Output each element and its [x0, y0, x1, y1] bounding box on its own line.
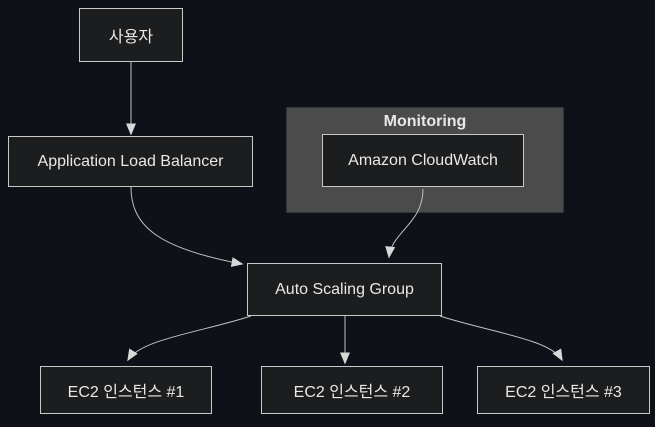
node-ec2-instance-3: EC2 인스턴스 #3: [477, 366, 650, 414]
node-application-load-balancer-label: Application Load Balancer: [37, 152, 224, 170]
node-ec2-instance-1: EC2 인스턴스 #1: [40, 366, 212, 414]
node-auto-scaling-group-label: Auto Scaling Group: [275, 280, 414, 298]
node-application-load-balancer: Application Load Balancer: [8, 136, 253, 187]
node-amazon-cloudwatch-label: Amazon CloudWatch: [348, 151, 498, 169]
node-auto-scaling-group: Auto Scaling Group: [247, 263, 442, 316]
node-ec2-instance-2: EC2 인스턴스 #2: [261, 366, 443, 414]
edge-asg-ec2-1: [127, 315, 252, 362]
node-user-label: 사용자: [108, 29, 154, 46]
node-ec2-instance-1-label: EC2 인스턴스 #1: [67, 384, 185, 401]
node-user: 사용자: [79, 8, 183, 62]
edge-alb-asg: [130, 186, 244, 267]
cluster-monitoring-label: Monitoring: [383, 113, 467, 130]
edge-cloudwatch-asg: [385, 188, 424, 259]
node-amazon-cloudwatch: Amazon CloudWatch: [322, 134, 524, 187]
node-ec2-instance-3-label: EC2 인스턴스 #3: [505, 384, 622, 401]
edge-asg-ec2-3: [439, 315, 563, 362]
node-ec2-instance-2-label: EC2 인스턴스 #2: [293, 384, 411, 401]
